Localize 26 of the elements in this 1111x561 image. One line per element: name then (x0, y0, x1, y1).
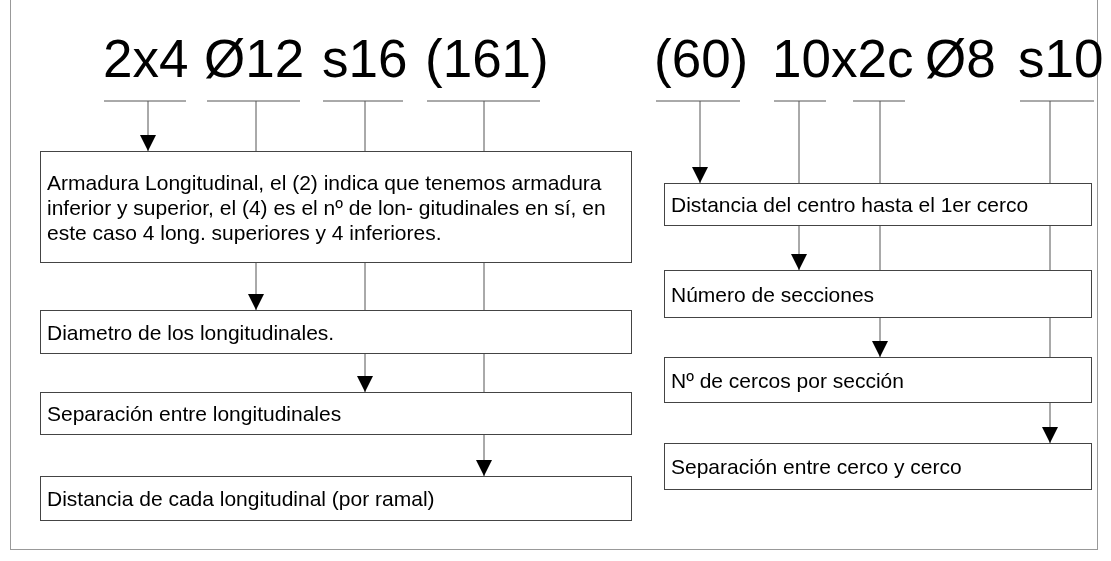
description-text: Número de secciones (671, 281, 875, 307)
description-text: Separación entre longitudinales (47, 401, 342, 426)
description-box (40, 476, 632, 521)
description-text: Distancia de cada longitudinal (por ramal) (47, 486, 435, 511)
leader-arrow (692, 100, 708, 184)
description-text: Diametro de los longitudinales. (47, 319, 335, 345)
description-box (40, 310, 632, 354)
notation-term: (161) (425, 30, 549, 88)
description-box (40, 392, 632, 435)
notation-term: 10x2c (772, 30, 914, 88)
notation-term: s10 (1018, 30, 1104, 88)
notation-term: Ø8 (925, 30, 996, 88)
description-box (40, 151, 632, 263)
leader-arrow (140, 100, 156, 152)
description-text: Separación entre cerco y cerco (671, 454, 962, 479)
description-box (664, 443, 1092, 490)
description-box (664, 183, 1092, 226)
description-text: Distancia del centro hasta el 1er cerco (671, 192, 1029, 217)
description-text: Armadura Longitudinal, el (2) indica que tenemos armadura inferior y superior, el (4) es el nº de lon- gitudinales en sí, en este caso 4 long. superiores y 4 inferiores. (47, 169, 607, 245)
description-text: Nº de cercos por sección (671, 367, 904, 393)
notation-term: s16 (322, 30, 408, 88)
notation-term: (60) (654, 30, 749, 88)
notation-term: Ø12 (204, 30, 305, 88)
description-box (664, 270, 1092, 318)
description-box (664, 357, 1092, 403)
notation-term: 2x4 (103, 30, 189, 88)
